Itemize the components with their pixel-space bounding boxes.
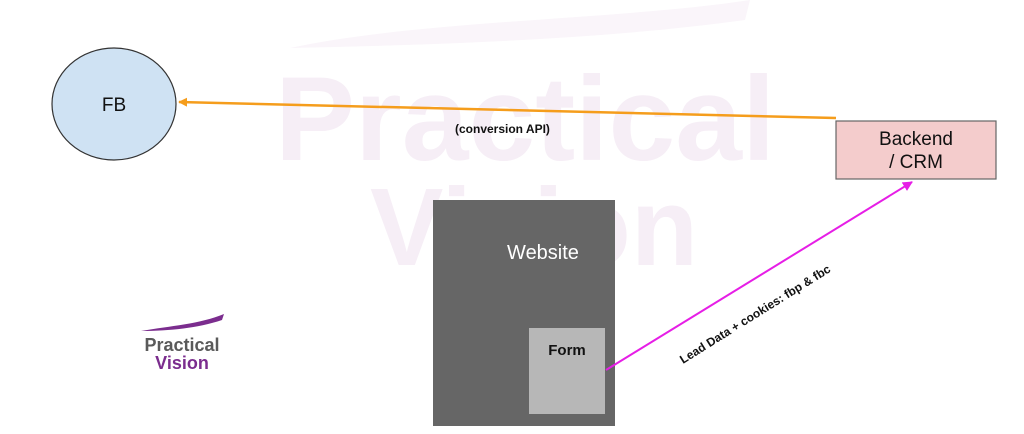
fb-label: FB [102,95,126,116]
practical-vision-logo: Practical Vision [141,314,224,373]
backend-box [835,120,997,180]
watermark-line1: Practical [275,52,775,186]
logo-line1: Practical [144,335,219,355]
logo-line2: Vision [155,353,209,373]
form-box [529,328,605,414]
backend-label-line1: Backend [879,129,953,150]
conversion-api-label: (conversion API) [455,122,550,136]
watermark-swoosh [290,0,750,48]
backend-label-line2: / CRM [889,152,943,173]
conversion-api-arrow [178,97,837,120]
form-label: Form [548,342,586,359]
lead-data-arrow [605,181,913,371]
website-label: Website [507,242,579,264]
fb-circle [51,47,177,161]
edge-conversion-api: (conversion API) [178,97,837,136]
fb-node: FB [51,47,177,161]
backend-crm-node: Backend / CRM [835,120,997,180]
form-node: Form [529,328,605,414]
logo-swoosh [141,314,224,331]
